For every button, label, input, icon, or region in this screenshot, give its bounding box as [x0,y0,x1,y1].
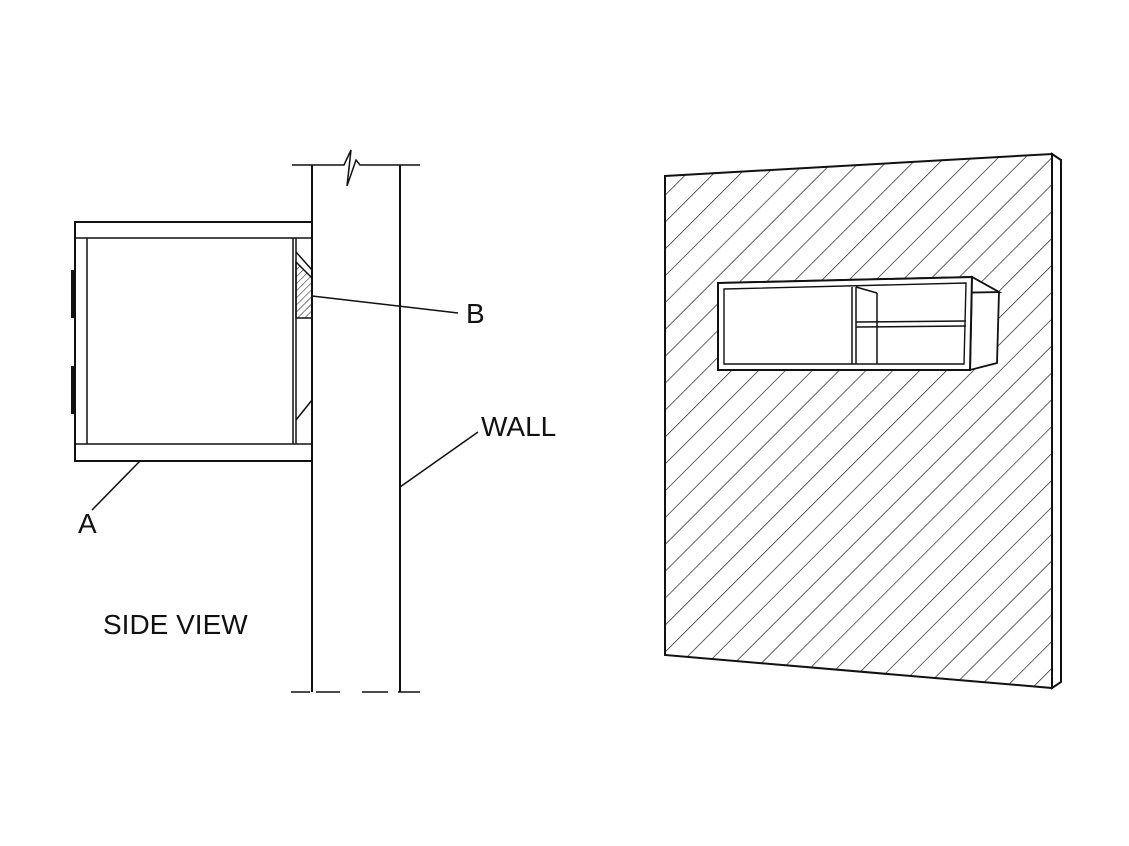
wall-panel-edge [1051,152,1062,690]
perspective-view [664,152,1062,690]
cabinet-perspective [717,275,1003,372]
wall-panel [664,152,1053,690]
label-a: A [78,508,97,539]
cabinet-front [717,275,974,371]
handle-upper [71,270,75,318]
label-b: B [466,298,485,329]
wall-section [291,149,420,693]
leader-b [311,295,459,314]
cleat-block-b [295,260,313,319]
break-line-top [292,149,420,187]
cabinet-side-section [71,221,313,462]
label-side-view: SIDE VIEW [103,609,248,640]
side-view: B WALL A SIDE VIEW [71,149,556,693]
label-wall: WALL [481,411,556,442]
leader-wall [399,431,479,488]
leader-a [91,460,141,511]
handle-lower [71,366,75,414]
